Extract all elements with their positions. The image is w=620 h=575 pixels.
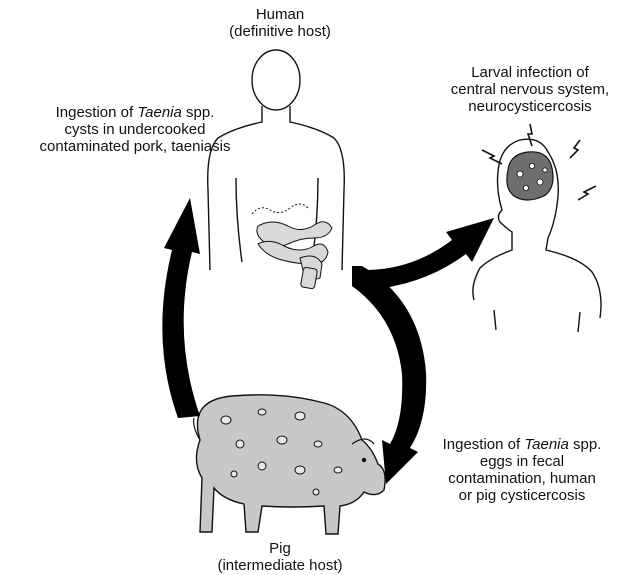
- taeniasis-line2: cysts in undercooked: [20, 121, 250, 138]
- arrow-pig-to-human: [162, 198, 200, 418]
- neuro-line1: Larval infection of: [440, 64, 620, 81]
- eggs-label: Ingestion of Taenia spp. eggs in fecal c…: [434, 436, 610, 504]
- tapeworm: [252, 204, 332, 289]
- taeniasis-line3: contaminated pork, taeniasis: [20, 138, 250, 155]
- neuro-line3: neurocysticercosis: [440, 98, 620, 115]
- taeniasis-line1: Ingestion of Taenia spp.: [20, 104, 250, 121]
- taeniasis-label: Ingestion of Taenia spp. cysts in underc…: [20, 104, 250, 155]
- eggs-line1: Ingestion of Taenia spp.: [434, 436, 610, 453]
- human-subtitle: (definitive host): [220, 23, 340, 40]
- pig-subtitle: (intermediate host): [200, 557, 360, 574]
- taeniasis-genus: Taenia: [137, 104, 182, 121]
- eggs-genus: Taenia: [524, 436, 569, 453]
- eggs-line4: or pig cysticercosis: [434, 487, 610, 504]
- brain-lesions: [507, 152, 553, 200]
- pig-title: Pig: [200, 540, 360, 557]
- eggs-line2: eggs in fecal: [434, 453, 610, 470]
- eggs-line3: contamination, human: [434, 470, 610, 487]
- human-label: Human (definitive host): [220, 6, 340, 40]
- pig-figure: [194, 395, 386, 534]
- neuro-label: Larval infection of central nervous syst…: [440, 64, 620, 115]
- neuro-line2: central nervous system,: [440, 81, 620, 98]
- pig-label: Pig (intermediate host): [200, 540, 360, 574]
- human-title: Human: [220, 6, 340, 23]
